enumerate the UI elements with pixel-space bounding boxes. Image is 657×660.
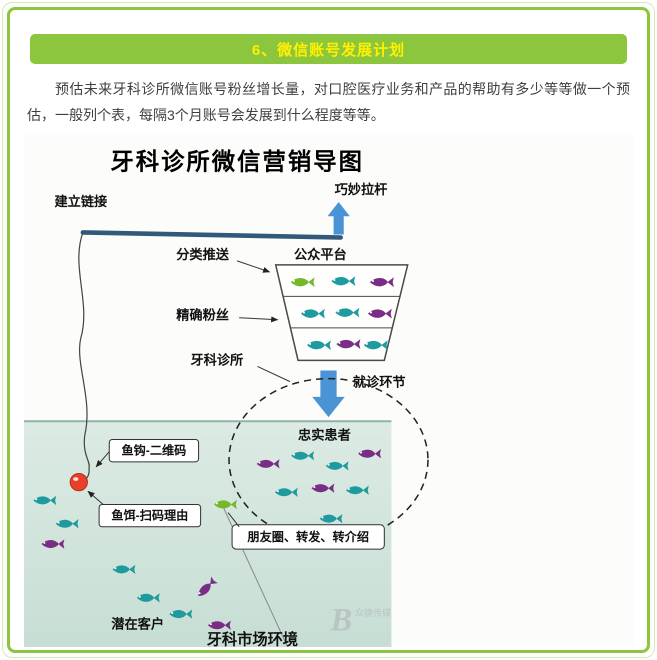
section-title: 6、微信账号发展计划 bbox=[251, 41, 406, 59]
label-box-hook-qrcode bbox=[108, 438, 200, 463]
content-frame: 6、微信账号发展计划 预估未来牙科诊所微信账号粉丝增长量，对口腔医疗业务和产品的… bbox=[7, 7, 650, 653]
label-public-platform: 公众平台 bbox=[294, 246, 347, 262]
fishing-rod bbox=[80, 229, 343, 240]
label-precise-fans: 精确粉丝 bbox=[176, 307, 229, 323]
label-dental-clinic: 牙科诊所 bbox=[190, 351, 243, 367]
moments-leader bbox=[227, 512, 240, 527]
label-potential-customers: 潜在客户 bbox=[111, 615, 164, 631]
diagram-canvas: 牙科诊所微信营销导图 建立链接 巧妙拉杆 分类推送 公众平台 bbox=[24, 147, 429, 648]
label-moments: 朋友圈、转发、转介绍 bbox=[246, 529, 369, 544]
label-dental-market-env: 牙科市场环境 bbox=[207, 630, 298, 647]
label-box-bait-reason bbox=[98, 503, 202, 528]
section-header: 6、微信账号发展计划 bbox=[30, 34, 627, 64]
dental-clinic-leader bbox=[257, 365, 291, 382]
hook-qrcode-arrow bbox=[95, 451, 110, 468]
label-loyal-patients: 忠实患者 bbox=[298, 426, 351, 442]
intro-paragraph: 预估未来牙科诊所微信账号粉丝增长量，对口腔医疗业务和产品的帮助有多少等等做一个预… bbox=[27, 81, 630, 123]
label-hook-qrcode: 鱼钩-二维码 bbox=[122, 442, 187, 457]
fishing-line bbox=[78, 232, 90, 468]
loyal-patients-circle bbox=[228, 377, 429, 542]
bait-ball bbox=[69, 472, 88, 492]
categorized-push-arrow bbox=[236, 260, 271, 273]
marketing-diagram: 牙科诊所微信营销导图 建立链接 巧妙拉杆 分类推送 公众平台 bbox=[24, 134, 633, 648]
label-establish-link: 建立链接 bbox=[54, 193, 107, 209]
down-arrow-icon bbox=[312, 370, 345, 417]
bait-reason-arrow bbox=[87, 490, 104, 505]
label-categorized-push: 分类推送 bbox=[176, 246, 230, 262]
diagram-title: 牙科诊所微信营销导图 bbox=[110, 147, 364, 174]
watermark-text: 众捷传媒 bbox=[355, 607, 392, 618]
label-box-moments bbox=[231, 524, 385, 550]
label-clever-rod: 巧妙拉杆 bbox=[335, 181, 388, 197]
up-arrow-icon bbox=[327, 201, 350, 235]
label-bait-reason: 鱼饵-扫码理由 bbox=[111, 507, 188, 522]
watermark-letter: B bbox=[330, 602, 353, 638]
bait-highlight bbox=[73, 477, 79, 481]
precise-fans-arrow bbox=[239, 316, 279, 323]
label-visit-step: 就诊环节 bbox=[353, 373, 406, 389]
watermark: B 众捷传媒 bbox=[330, 602, 392, 638]
